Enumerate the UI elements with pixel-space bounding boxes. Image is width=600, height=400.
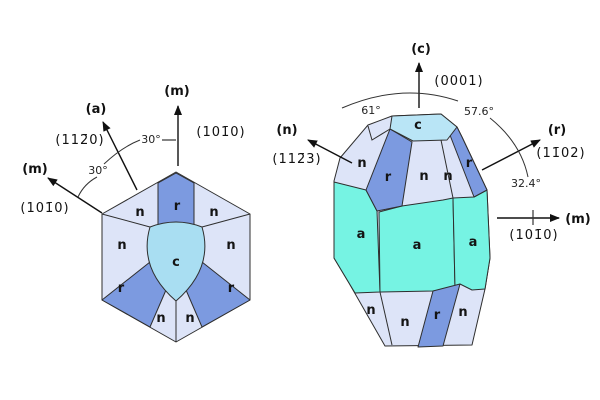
left-angle-arc-upper: [103, 139, 141, 165]
left-axis-a-miller: (112̄0): [55, 133, 104, 148]
left-label-n-mid-left: n: [117, 238, 126, 253]
right-angle-arc-rm: [489, 117, 529, 178]
left-angle-arc-lower: [77, 176, 98, 198]
left-axis-m-top-miller: (101̄0): [196, 125, 245, 140]
right-label-c-top: c: [414, 118, 422, 133]
right-arrow-r: [481, 139, 541, 171]
left-arrow-a: [102, 121, 138, 191]
left-axis-a-label: (a): [86, 102, 107, 117]
right-label-a-left: a: [357, 227, 366, 242]
left-divider-upper-left: [101, 213, 151, 228]
right-angle-rm-label: 32.4°: [511, 177, 541, 190]
right-label-r-bottom: r: [434, 308, 441, 323]
right-crystal-side-view: c n r n n r a a a n n r n: [333, 113, 491, 348]
right-divider-sliver: [367, 125, 391, 141]
left-label-n-mid-right: n: [226, 238, 235, 253]
right-label-n-upper-left: n: [357, 156, 366, 171]
right-axis-r-label: (r): [548, 123, 566, 138]
left-crystal-basal-view: n r n n n c r r n n: [101, 171, 251, 343]
right-divider-lower-n: [379, 291, 393, 346]
right-divider-upper-n: [440, 139, 454, 199]
left-divider-upper-right: [201, 213, 251, 228]
left-label-n-upper-left: n: [135, 205, 144, 220]
right-axis-m-miller: (101̄0): [509, 228, 558, 243]
right-label-r-upper-left: r: [385, 170, 392, 185]
left-label-r-lower-left: r: [118, 281, 125, 296]
right-angle-nc-label: 61°: [361, 104, 381, 117]
right-label-n-lower-left: n: [366, 303, 375, 318]
left-axis-m-top-label: (m): [164, 84, 189, 99]
right-label-a-center: a: [413, 238, 422, 253]
right-label-n-upper-right: n: [443, 169, 452, 184]
right-angle-arc-nc-cr: [341, 92, 459, 109]
right-face-r-bottom: [417, 283, 461, 348]
right-label-a-right: a: [469, 235, 478, 250]
left-label-n-bottom-right: n: [185, 311, 194, 326]
right-face-r-upper-left: [365, 128, 413, 212]
left-arrow-m-left: [47, 177, 103, 214]
right-axis-arrows: 61° 57.6° 32.4° (c) (0001) (n) (112̄3) (…: [272, 42, 590, 243]
right-axis-n-miller: (112̄3): [272, 152, 321, 167]
left-label-r-top: r: [174, 199, 181, 214]
right-label-n-lower-right: n: [458, 305, 467, 320]
right-axis-m-label: (m): [565, 212, 590, 227]
left-angle-lower-label: 30°: [88, 164, 108, 177]
right-axis-c-label: (c): [411, 42, 431, 57]
right-axis-r-miller: (11̄02): [536, 146, 585, 161]
left-label-c: c: [172, 255, 180, 270]
right-label-n-lower-center: n: [400, 315, 409, 330]
left-angle-upper-label: 30°: [141, 133, 161, 146]
left-label-r-lower-right: r: [228, 281, 235, 296]
right-arrow-n: [307, 139, 353, 164]
left-axis-arrows: 30° 30° (m) (101̄0) (a) (112̄0) (m) (101…: [20, 84, 245, 216]
left-label-n-bottom-left: n: [156, 311, 165, 326]
right-label-n-upper-center: n: [419, 169, 428, 184]
right-axis-c-miller: (0001): [434, 74, 483, 89]
left-label-n-upper-right: n: [209, 205, 218, 220]
right-label-r-upper-right: r: [466, 156, 473, 171]
left-axis-m-left-label: (m): [22, 162, 47, 177]
left-face-c: [146, 221, 206, 302]
right-angle-cr-label: 57.6°: [464, 105, 494, 118]
left-axis-m-left-miller: (101̄0): [20, 201, 69, 216]
right-axis-n-label: (n): [276, 123, 297, 138]
